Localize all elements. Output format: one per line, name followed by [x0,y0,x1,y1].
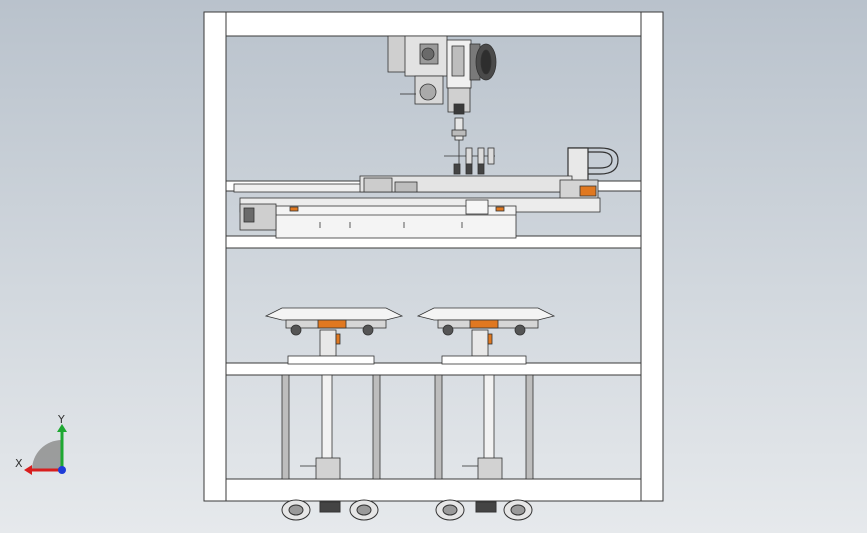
station-left [264,307,404,365]
lower-supports [281,374,534,480]
frame-top-beam [225,11,642,37]
y-axis-label: Y [58,413,65,426]
frame-right-post [640,11,664,502]
frame-left-post [203,11,227,502]
casters [281,499,533,521]
linear-module [233,175,601,239]
coordinate-triad [24,424,67,475]
station-right [416,307,556,365]
nozzle-manifold [444,147,495,175]
dispense-head [387,35,497,168]
x-axis-label: X [15,457,23,470]
cable-carrier [567,147,619,183]
frame-bottom-beam [225,478,642,502]
frame-lower-shelf [225,362,642,376]
frame [203,11,664,502]
